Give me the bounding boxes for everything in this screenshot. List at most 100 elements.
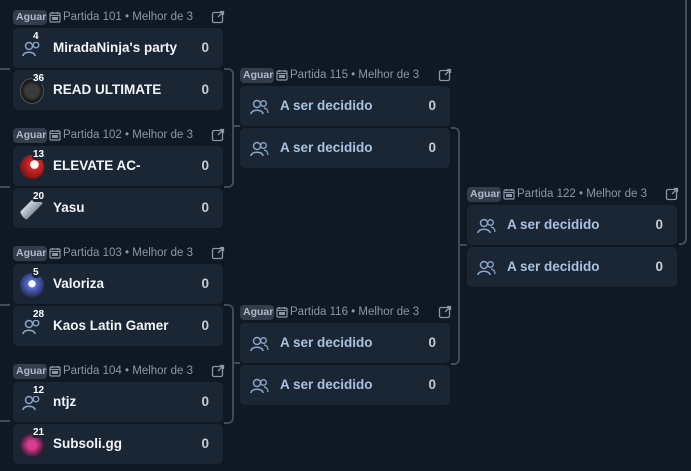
team-name: A ser decidido xyxy=(280,140,373,155)
team-score: 0 xyxy=(201,318,209,333)
team-score: 0 xyxy=(428,377,436,392)
calendar-icon xyxy=(276,306,288,318)
match-header: Aguardando Partida 122 • Melhor de 3 xyxy=(467,185,679,203)
seed-number: 21 xyxy=(32,427,46,438)
team-name: ELEVATE AC- xyxy=(53,158,141,173)
team-name: ntjz xyxy=(53,394,77,409)
connector-line xyxy=(224,68,234,188)
team-score: 0 xyxy=(201,82,209,97)
users-icon xyxy=(247,332,271,356)
team-score: 0 xyxy=(428,140,436,155)
external-link-icon[interactable] xyxy=(211,246,225,260)
seed-number: 36 xyxy=(32,73,46,84)
users-icon xyxy=(20,37,44,61)
team-slot[interactable]: 36 READ ULTIMATE 0 xyxy=(13,70,223,110)
status-badge: Aguardando xyxy=(467,186,501,202)
match-header: Aguardando Partida 115 • Melhor de 3 xyxy=(240,66,452,84)
seed-number: 20 xyxy=(32,191,46,202)
team-slot[interactable]: A ser decidido 0 xyxy=(240,323,450,363)
team-slot[interactable]: A ser decidido 0 xyxy=(467,205,677,245)
team-slot[interactable]: 5 Valoriza 0 xyxy=(13,264,223,304)
seed-number: 5 xyxy=(32,267,40,278)
team-slot[interactable]: 4 MiradaNinja's party 0 xyxy=(13,28,223,68)
match-title: Partida 101 • Melhor de 3 xyxy=(63,11,193,23)
match-header: Aguardando Partida 104 • Melhor de 3 xyxy=(13,362,225,380)
connector-line xyxy=(679,0,687,245)
team-slot[interactable]: A ser decidido 0 xyxy=(240,128,450,168)
team-score: 0 xyxy=(655,259,663,274)
connector-line xyxy=(451,127,460,365)
team-name: READ ULTIMATE xyxy=(53,82,162,97)
connector-line xyxy=(232,125,240,127)
match-header: Aguardando Partida 101 • Melhor de 3 xyxy=(13,8,225,26)
external-link-icon[interactable] xyxy=(665,187,679,201)
users-icon xyxy=(247,95,271,119)
users-icon xyxy=(20,391,44,415)
external-link-icon[interactable] xyxy=(211,10,225,24)
team-name: Valoriza xyxy=(53,276,105,291)
team-slot[interactable]: A ser decidido 0 xyxy=(240,86,450,126)
external-link-icon[interactable] xyxy=(211,128,225,142)
match-title: Partida 103 • Melhor de 3 xyxy=(63,247,193,259)
team-slot[interactable]: 21 Subsoli.gg 0 xyxy=(13,424,223,464)
match-title: Partida 116 • Melhor de 3 xyxy=(290,306,420,318)
team-score: 0 xyxy=(201,436,209,451)
match-title: Partida 122 • Melhor de 3 xyxy=(517,188,647,200)
team-slot[interactable]: 20 Yasu 0 xyxy=(13,188,223,228)
team-name: A ser decidido xyxy=(507,217,600,232)
team-name: MiradaNinja's party xyxy=(53,40,177,55)
calendar-icon xyxy=(49,11,61,23)
connector-line xyxy=(458,244,467,246)
users-icon xyxy=(474,214,498,238)
team-name: A ser decidido xyxy=(507,259,600,274)
team-name: A ser decidido xyxy=(280,98,373,113)
team-slot[interactable]: 28 Kaos Latin Gamer 0 xyxy=(13,306,223,346)
team-name: Yasu xyxy=(53,200,85,215)
connector-line xyxy=(0,304,10,306)
team-slot[interactable]: A ser decidido 0 xyxy=(240,365,450,405)
status-badge: Aguardando xyxy=(13,127,47,143)
calendar-icon xyxy=(49,129,61,141)
external-link-icon[interactable] xyxy=(211,364,225,378)
team-score: 0 xyxy=(201,158,209,173)
connector-line xyxy=(232,362,240,364)
team-score: 0 xyxy=(428,335,436,350)
external-link-icon[interactable] xyxy=(438,305,452,319)
connector-line xyxy=(0,186,10,188)
seed-number: 13 xyxy=(32,149,46,160)
external-link-icon[interactable] xyxy=(438,68,452,82)
match-title: Partida 104 • Melhor de 3 xyxy=(63,365,193,377)
connector-line xyxy=(0,68,10,70)
team-slot[interactable]: 13 ELEVATE AC- 0 xyxy=(13,146,223,186)
team-name: A ser decidido xyxy=(280,335,373,350)
users-icon xyxy=(474,256,498,280)
team-name: Subsoli.gg xyxy=(53,436,122,451)
status-badge: Aguardando xyxy=(240,304,274,320)
status-badge: Aguardando xyxy=(13,9,47,25)
status-badge: Aguardando xyxy=(13,245,47,261)
calendar-icon xyxy=(49,247,61,259)
team-score: 0 xyxy=(201,276,209,291)
status-badge: Aguardando xyxy=(13,363,47,379)
team-score: 0 xyxy=(201,394,209,409)
match-header: Aguardando Partida 116 • Melhor de 3 xyxy=(240,303,452,321)
team-score: 0 xyxy=(428,98,436,113)
team-score: 0 xyxy=(655,217,663,232)
match-header: Aguardando Partida 102 • Melhor de 3 xyxy=(13,126,225,144)
team-slot[interactable]: A ser decidido 0 xyxy=(467,247,677,287)
calendar-icon xyxy=(276,69,288,81)
team-name: Kaos Latin Gamer xyxy=(53,318,169,333)
match-header: Aguardando Partida 103 • Melhor de 3 xyxy=(13,244,225,262)
users-icon xyxy=(247,374,271,398)
connector-line xyxy=(0,420,10,422)
calendar-icon xyxy=(503,188,515,200)
match-title: Partida 115 • Melhor de 3 xyxy=(290,69,420,81)
match-title: Partida 102 • Melhor de 3 xyxy=(63,129,193,141)
users-icon xyxy=(247,137,271,161)
team-slot[interactable]: 12 ntjz 0 xyxy=(13,382,223,422)
team-name: A ser decidido xyxy=(280,377,373,392)
team-score: 0 xyxy=(201,200,209,215)
status-badge: Aguardando xyxy=(240,67,274,83)
calendar-icon xyxy=(49,365,61,377)
users-icon xyxy=(20,315,44,339)
